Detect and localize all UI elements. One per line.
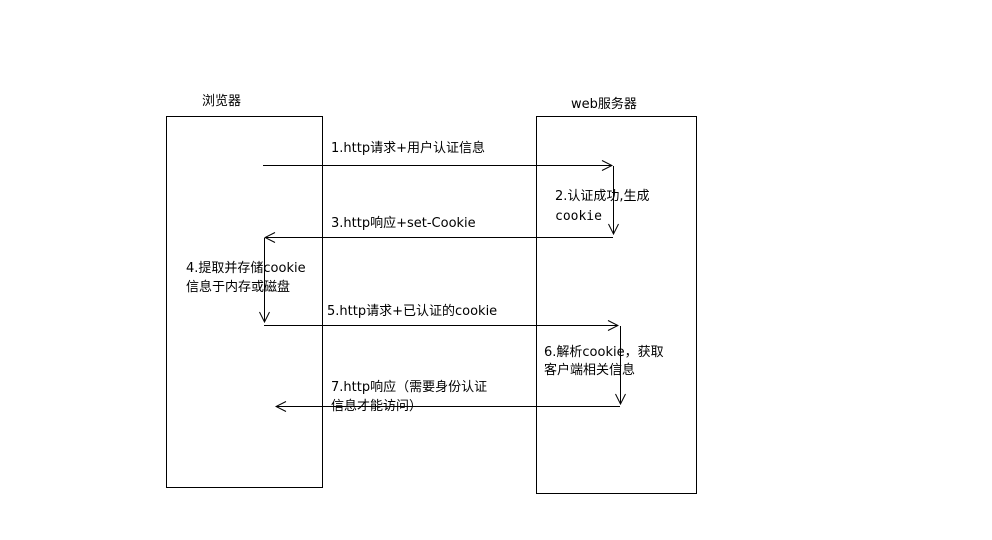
step5-label: 5.http请求+已认证的cookie [327, 304, 498, 319]
server-label: web服务器 [571, 97, 637, 112]
step7-label-line2: 信息才能访问） [331, 399, 423, 414]
step2-label-line1: 2.认证成功,生成 [555, 189, 650, 204]
server-lifeline-box [536, 116, 697, 494]
browser-label: 浏览器 [202, 94, 242, 109]
step1-label: 1.http请求+用户认证信息 [331, 141, 485, 156]
step7-label-line1: 7.http响应（需要身份认证 [331, 380, 488, 395]
step4-label-line2: 信息于内存或磁盘 [186, 280, 291, 295]
browser-lifeline-box [166, 116, 323, 488]
step6-label-line1: 6.解析cookie，获取 [544, 345, 664, 360]
step3-label: 3.http响应+set-Cookie [331, 216, 476, 231]
step6-label-line2: 客户端相关信息 [544, 363, 636, 378]
step4-label-line1: 4.提取并存储cookie [186, 261, 306, 276]
step2-label-line2: cookie [555, 209, 602, 224]
